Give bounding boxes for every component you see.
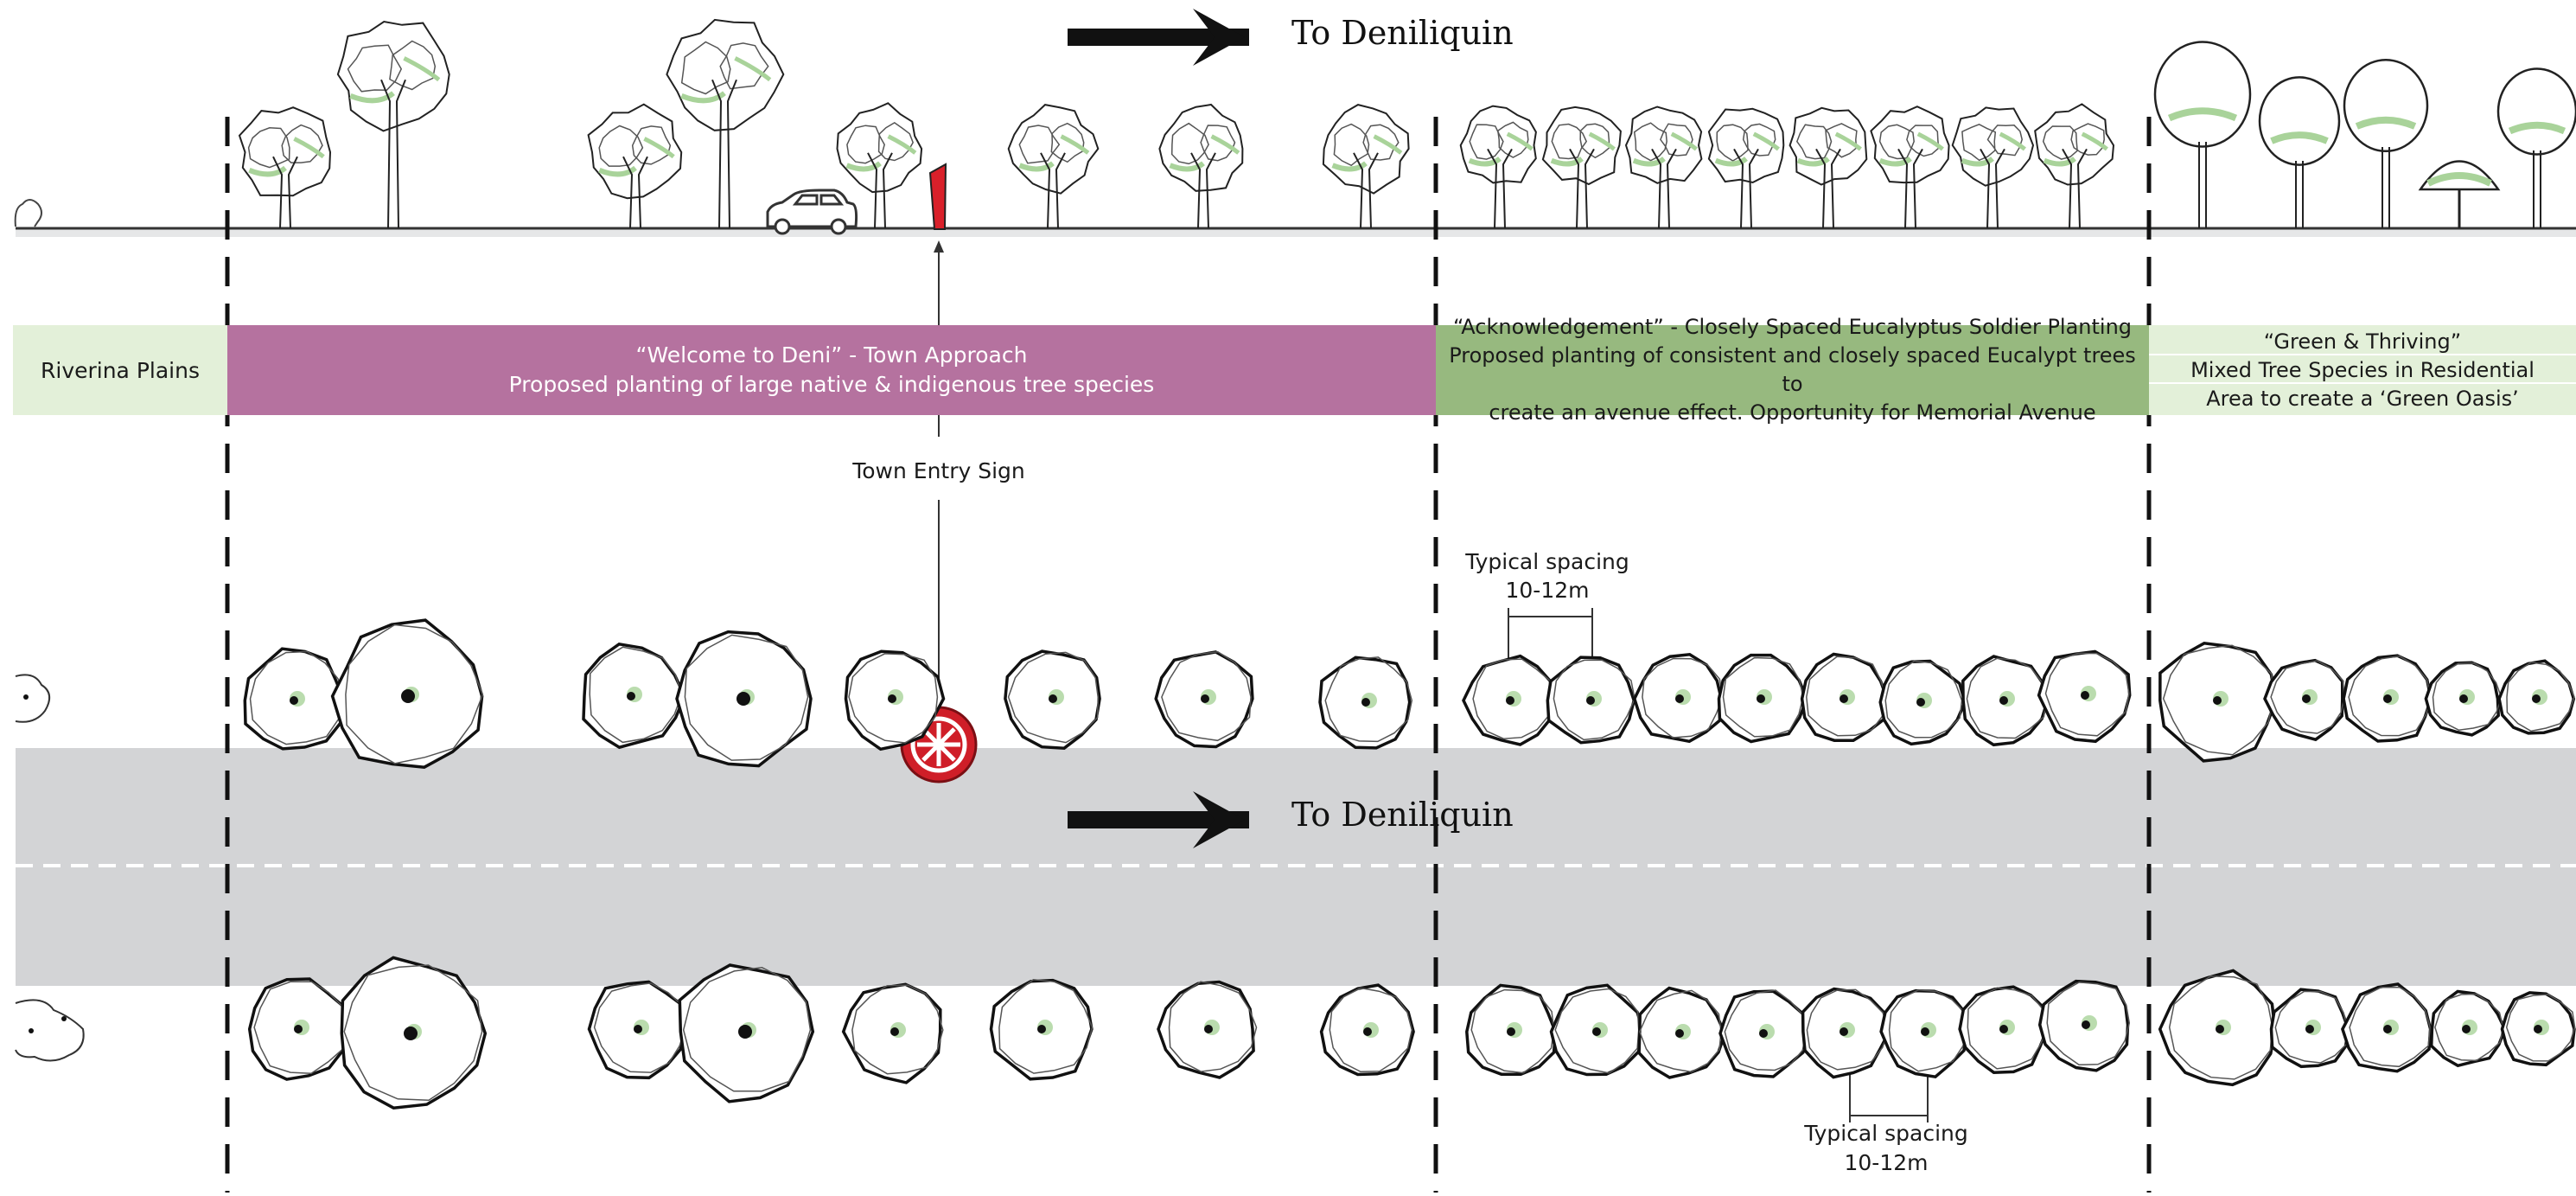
- elevation-tree: [2496, 67, 2576, 228]
- car-icon: [766, 189, 858, 235]
- plan-tree: [1465, 983, 1558, 1077]
- elevation-tree: [836, 102, 923, 229]
- elevation-tree: [1322, 104, 1410, 229]
- plan-tree: [247, 977, 354, 1081]
- elevation-tree: [2418, 160, 2501, 228]
- elevation-tree: [2034, 103, 2115, 229]
- town-entry-sign-elevation: [928, 163, 947, 230]
- plan-tree: [2497, 659, 2576, 735]
- ground-strip: [16, 228, 2576, 237]
- sign-pointer-arrowhead: [934, 240, 944, 253]
- plan-tree: [2037, 979, 2131, 1072]
- zone-green-divider-2: [2149, 382, 2576, 384]
- zone-welcome-line-1: Proposed planting of large native & indi…: [508, 372, 1155, 397]
- spacing-bottom-line-1: Typical spacing: [1804, 1121, 1968, 1146]
- plan-tree: [1632, 652, 1724, 744]
- plan-trees: [15, 618, 2576, 1110]
- plan-tree: [1958, 985, 2050, 1074]
- direction-label-road: To Deniliquin: [1291, 796, 1514, 834]
- spacing-top-line-2: 10-12m: [1505, 578, 1590, 603]
- elevation-tree: [2258, 76, 2341, 228]
- plan-tree: [2341, 982, 2433, 1073]
- plan-tree: [1549, 983, 1645, 1077]
- plan-tree: [2342, 654, 2433, 743]
- elevation-tree: [587, 103, 683, 229]
- elevation-tree: [336, 20, 450, 229]
- plan-tree: [1637, 986, 1727, 1079]
- plan-tree: [330, 618, 484, 769]
- elevation-trees: [14, 18, 2576, 229]
- zone-riverina-plains: Riverina Plains: [13, 325, 227, 415]
- plan-tree: [675, 630, 813, 768]
- plan-tree: [2263, 658, 2345, 742]
- plan-tree: [1800, 652, 1889, 742]
- plan-tree: [678, 963, 815, 1103]
- plan-tree: [1879, 988, 1971, 1079]
- elevation-tree: [1158, 103, 1244, 229]
- elevation-tree: [1624, 106, 1703, 229]
- zone-green-line-1: Mixed Tree Species in Residential: [2190, 357, 2535, 382]
- spacing-top-line-1: Typical spacing: [1465, 549, 1629, 574]
- zone-acknowledgement-line-1: Proposed planting of consistent and clos…: [1449, 343, 2136, 396]
- plan-tree: [1319, 983, 1415, 1077]
- shrub-elevation: [14, 199, 42, 227]
- direction-arrow-road: [1068, 791, 1249, 848]
- elevation-tree: [1951, 106, 2035, 229]
- plan-tree: [2429, 989, 2507, 1068]
- plan-tree: [1801, 987, 1891, 1079]
- plan-tree: [243, 647, 346, 751]
- plan-tree: [2158, 641, 2278, 763]
- zone-welcome-title: “Welcome to Deni” - Town Approach: [635, 342, 1028, 368]
- elevation-tree: [1870, 106, 1950, 229]
- elevation-tree: [2153, 41, 2252, 228]
- shrub-plan: [15, 674, 85, 1062]
- plan-tree: [2269, 988, 2350, 1069]
- plan-tree: [1318, 656, 1413, 750]
- plan-tree: [841, 982, 944, 1084]
- elevation-tree: [1541, 106, 1622, 229]
- plan-tree: [989, 978, 1094, 1081]
- elevation-tree: [1007, 104, 1100, 229]
- plan-tree: [582, 642, 686, 750]
- plan-tree: [2500, 991, 2576, 1067]
- zone-green-title: “Green & Thriving”: [2263, 329, 2462, 354]
- plan-tree: [2424, 661, 2503, 737]
- plan-tree: [587, 980, 689, 1080]
- plan-tree: [340, 956, 488, 1110]
- plan-tree: [1878, 659, 1967, 746]
- plan-tree: [1718, 989, 1809, 1078]
- zone-riverina-plains-title: Riverina Plains: [41, 357, 200, 383]
- plan-tree: [1004, 649, 1101, 750]
- elevation-tree: [1789, 106, 1868, 229]
- elevation-tree: [1459, 105, 1537, 229]
- elevation-tree: [1707, 107, 1785, 229]
- plan-tree: [1961, 655, 2050, 747]
- plan-tree: [1717, 653, 1809, 744]
- elevation-tree: [238, 106, 332, 229]
- zone-acknowledgement: “Acknowledgement” - Closely Spaced Eucal…: [1436, 315, 2149, 425]
- plan-tree: [844, 649, 946, 751]
- direction-arrow-top: [1068, 9, 1249, 66]
- elevation-tree: [2343, 58, 2429, 228]
- zone-green-line-2: Area to create a ‘Green Oasis’: [2206, 386, 2519, 411]
- elevation-tree: [666, 18, 785, 229]
- zone-green-thriving: “Green & Thriving” Mixed Tree Species in…: [2149, 325, 2576, 415]
- plan-tree: [1157, 980, 1258, 1079]
- zone-green-divider-1: [2149, 354, 2576, 355]
- zone-acknowledgement-line-2: create an avenue effect. Opportunity for…: [1489, 400, 2096, 425]
- plan-tree: [1462, 654, 1556, 746]
- plan-tree: [1154, 650, 1254, 749]
- direction-label-top: To Deniliquin: [1291, 14, 1514, 52]
- plan-tree: [2158, 969, 2277, 1087]
- zone-welcome-to-deni: “Welcome to Deni” - Town Approach Propos…: [227, 325, 1436, 415]
- zone-acknowledgement-title: “Acknowledgement” - Closely Spaced Eucal…: [1452, 315, 2133, 339]
- spacing-bottom-line-2: 10-12m: [1844, 1150, 1929, 1175]
- plan-tree: [1546, 656, 1636, 745]
- plan-tree: [2037, 649, 2132, 744]
- town-entry-sign-label: Town Entry Sign: [852, 455, 1025, 487]
